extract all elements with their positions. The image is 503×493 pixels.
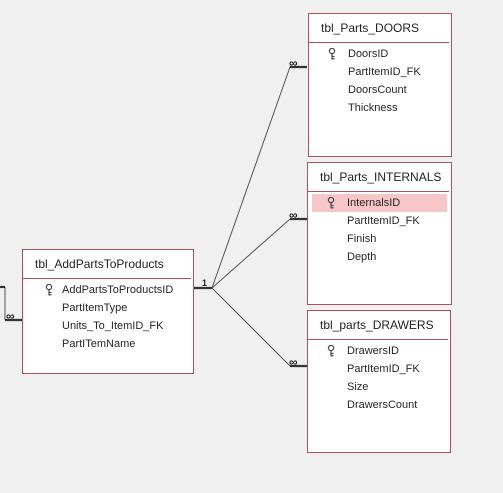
field-name: Size xyxy=(347,381,369,393)
relationship-line-doors[interactable] xyxy=(211,66,291,289)
field-name: Depth xyxy=(347,251,377,263)
many-label-internals: ∞ xyxy=(289,208,298,222)
field-row[interactable]: PartITemName xyxy=(27,335,189,353)
table-doors[interactable]: tbl_Parts_DOORS DoorsID PartItemID_FK Do… xyxy=(308,13,452,157)
many-label-drawers: ∞ xyxy=(289,355,298,369)
field-name: DoorsCount xyxy=(348,84,407,96)
field-row[interactable]: AddPartsToProductsID xyxy=(27,281,189,299)
field-row[interactable]: PartItemType xyxy=(27,299,189,317)
field-row[interactable]: Units_To_ItemID_FK xyxy=(27,317,189,335)
field-row[interactable]: Depth xyxy=(312,248,447,266)
field-name: PartItemID_FK xyxy=(347,215,420,227)
field-name: PartITemName xyxy=(62,338,136,350)
field-name: Units_To_ItemID_FK xyxy=(62,320,164,332)
field-name: Finish xyxy=(347,233,377,245)
primary-key-icon xyxy=(327,197,335,209)
field-name: AddPartsToProductsID xyxy=(62,284,174,296)
field-name: DrawersID xyxy=(347,345,399,357)
field-name: PartItemID_FK xyxy=(348,66,421,78)
field-row[interactable]: Finish xyxy=(312,230,447,248)
primary-key-icon xyxy=(45,284,53,296)
primary-key-icon xyxy=(328,48,336,60)
table-drawers[interactable]: tbl_parts_DRAWERS DrawersID PartItemID_F… xyxy=(307,310,451,453)
primary-key-icon xyxy=(327,345,335,357)
field-row[interactable]: PartItemID_FK xyxy=(312,212,447,230)
field-row[interactable]: DoorsCount xyxy=(313,81,447,99)
field-row[interactable]: Thickness xyxy=(313,99,447,117)
relationship-line-drawers[interactable] xyxy=(211,287,291,367)
field-name: DoorsID xyxy=(348,48,389,60)
field-name: DrawersCount xyxy=(347,399,418,411)
table-addpartstoproducts[interactable]: tbl_AddPartsToProducts AddPartsToProduct… xyxy=(22,249,194,374)
field-row[interactable]: DrawersCount xyxy=(312,396,446,414)
many-label-doors: ∞ xyxy=(289,56,298,70)
field-row[interactable]: PartItemID_FK xyxy=(313,63,447,81)
table-title[interactable]: tbl_Parts_DOORS xyxy=(309,14,449,43)
many-label-left: ∞ xyxy=(6,309,15,323)
table-title[interactable]: tbl_Parts_INTERNALS xyxy=(308,163,449,192)
field-row[interactable]: Size xyxy=(312,378,446,396)
relationship-line-internals[interactable] xyxy=(211,218,291,289)
field-name: PartItemID_FK xyxy=(347,363,420,375)
field-row[interactable]: PartItemID_FK xyxy=(312,360,446,378)
table-internals[interactable]: tbl_Parts_INTERNALS InternalsID PartItem… xyxy=(307,162,452,305)
field-row-selected[interactable]: InternalsID xyxy=(312,194,447,212)
field-name: InternalsID xyxy=(347,197,401,209)
field-name: Thickness xyxy=(348,102,398,114)
table-title[interactable]: tbl_parts_DRAWERS xyxy=(308,311,448,340)
one-label: 1 xyxy=(202,278,208,288)
field-name: PartItemType xyxy=(62,302,128,314)
field-row[interactable]: DoorsID xyxy=(313,45,447,63)
field-row[interactable]: DrawersID xyxy=(312,342,446,360)
table-title[interactable]: tbl_AddPartsToProducts xyxy=(23,250,191,279)
